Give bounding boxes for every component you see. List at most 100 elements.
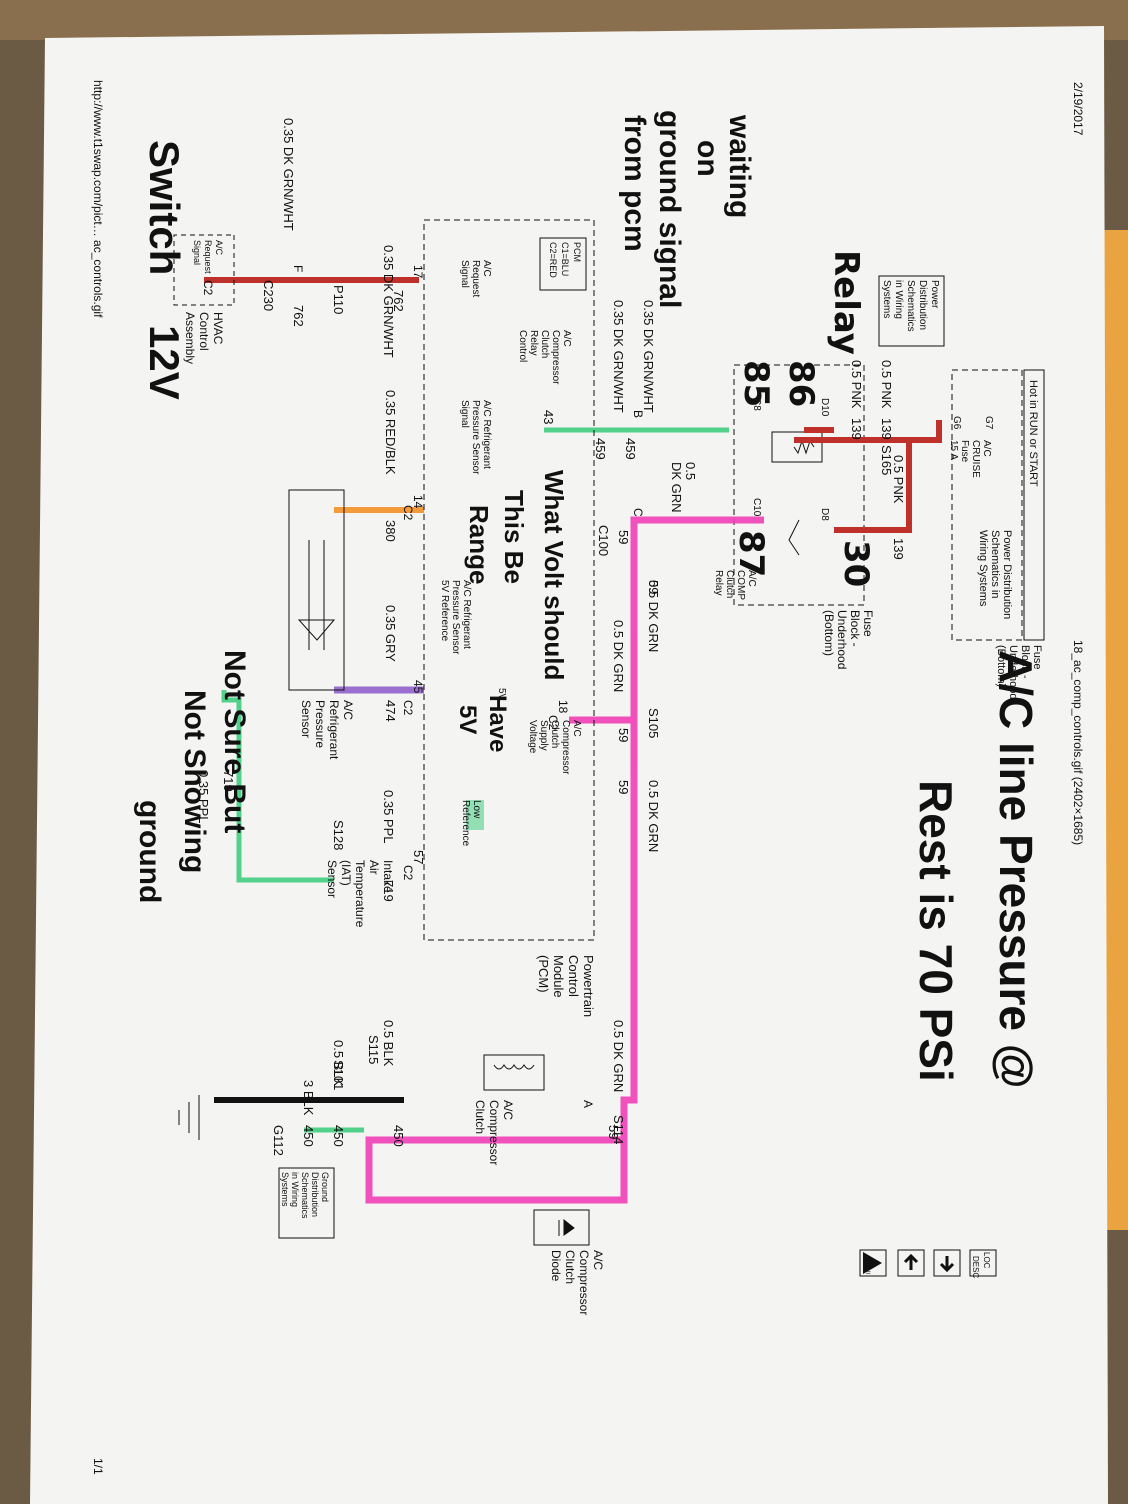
- note-pin-87: 87: [731, 530, 771, 577]
- pin-d10: D10: [819, 398, 830, 417]
- svg-text:C1=BLU: C1=BLU: [560, 242, 570, 276]
- pin-c-1: C: [631, 508, 645, 517]
- next-arrow-button[interactable]: [933, 1249, 961, 1277]
- svg-text:Control: Control: [517, 330, 528, 362]
- svg-text:Powertrain: Powertrain: [581, 955, 596, 1017]
- svg-text:Diode: Diode: [549, 1250, 563, 1282]
- svg-text:Systems: Systems: [280, 1172, 290, 1207]
- svg-text:What Volt should: What Volt should: [539, 470, 569, 680]
- svg-text:Air: Air: [367, 860, 381, 875]
- svg-text:Request: Request: [470, 260, 481, 297]
- circuit-762-a: 762: [391, 290, 406, 312]
- ground-dist-label: Ground Distribution Schematics in Wiring…: [280, 1172, 330, 1219]
- pin-g7: G7: [983, 416, 994, 430]
- pcm-5v-ref-label: A/C Refrigerant Pressure Sensor 5V Refer…: [439, 580, 472, 655]
- circuit-450-b: 450: [331, 1125, 346, 1147]
- svg-text:Temperature: Temperature: [353, 860, 367, 928]
- wire-dkgrn-1: 0.5 DK GRN: [646, 580, 661, 652]
- relay-label: A/C COMP Clutch Relay: [713, 570, 757, 600]
- wire-dkgrnwht-3: 0.35 DK GRN/WHT: [611, 300, 626, 413]
- svg-text:Relay: Relay: [713, 570, 724, 596]
- svg-text:Sensor: Sensor: [325, 860, 339, 898]
- svg-text:Compressor: Compressor: [577, 1250, 591, 1315]
- wire-pnk-3: 0.5 PNK: [891, 455, 906, 504]
- svg-text:C2=RED: C2=RED: [548, 242, 558, 278]
- note-pin-86: 86: [781, 360, 821, 407]
- pin-b-1: B: [631, 410, 645, 418]
- circuit-450-a: 450: [391, 1125, 406, 1147]
- obd-warning-icon[interactable]: OBD II: [859, 1249, 887, 1277]
- svg-text:on: on: [691, 140, 724, 177]
- conn-c2-5: C2: [401, 700, 415, 716]
- ac-comp-clutch-relay-box: [733, 364, 865, 606]
- svg-text:Clutch: Clutch: [539, 330, 550, 358]
- power-dist-2-label: Power Distribution Schematics in Wiring …: [881, 280, 940, 332]
- header-page: 1/1: [91, 1458, 105, 1475]
- note-not-sure: Not Sure But Not Showing ground: [133, 650, 251, 903]
- pin-a-1: A: [581, 1100, 595, 1108]
- svg-text:A/C line Pressure @: A/C line Pressure @: [990, 650, 1042, 1089]
- svg-text:This Be: This Be: [499, 490, 529, 584]
- svg-text:Assembly: Assembly: [183, 312, 197, 364]
- wire-ppl-2: 0.35 PPL: [196, 770, 211, 824]
- conn-c2-4: C2: [201, 280, 215, 296]
- wire-pnk-2: 0.5 PNK: [849, 360, 864, 409]
- wire-blk-1: 0.5 BLK: [381, 1020, 396, 1067]
- svg-text:Schematics: Schematics: [300, 1172, 310, 1219]
- pcm-low-ref-label: Low Reference: [460, 800, 482, 847]
- svg-text:Control: Control: [197, 312, 211, 351]
- circuit-59-a: 59: [616, 530, 631, 544]
- power-dist-1-label: Power Distribution Schematics in Wiring …: [977, 530, 1013, 619]
- prev-arrow-button[interactable]: [897, 1249, 925, 1277]
- note-pin-85: 85: [736, 360, 776, 407]
- compressor-clutch-label: A/C Compressor Clutch: [473, 1100, 515, 1165]
- svg-text:CRUISE: CRUISE: [970, 440, 981, 478]
- svg-text:Clutch: Clutch: [473, 1100, 487, 1134]
- svg-text:in Wiring: in Wiring: [290, 1172, 300, 1207]
- wire-dkgrn-split-b: DK GRN: [669, 462, 684, 513]
- svg-text:A/C: A/C: [481, 260, 492, 277]
- note-relay: Relay: [826, 250, 866, 355]
- svg-text:Rest is 70 PSi: Rest is 70 PSi: [910, 780, 962, 1082]
- svg-text:Request: Request: [203, 240, 213, 274]
- circuit-719-a: 719: [381, 880, 396, 902]
- svg-text:Signal: Signal: [459, 400, 470, 428]
- splice-s128: S128: [331, 820, 346, 850]
- ground-dist-box: [278, 1167, 335, 1239]
- pcm-box: [423, 219, 595, 941]
- svg-text:Underhood: Underhood: [1007, 645, 1019, 699]
- svg-text:Block -: Block -: [848, 610, 862, 647]
- svg-text:in Wiring: in Wiring: [893, 280, 904, 319]
- wire-pnk-1: 0.5 PNK: [879, 360, 894, 409]
- svg-text:Range: Range: [464, 505, 494, 584]
- svg-text:Power: Power: [929, 280, 940, 309]
- note-what-volt: What Volt should This Be Range: [464, 470, 569, 680]
- pin-c8: C8: [751, 398, 762, 411]
- svg-text:Pressure Sensor: Pressure Sensor: [450, 580, 461, 655]
- circuit-139-c: 139: [891, 538, 906, 560]
- wire-redblk: 0.35 RED/BLK: [383, 390, 398, 475]
- ac-clutch-diode-box: [533, 1209, 590, 1246]
- svg-text:Wiring Systems: Wiring Systems: [977, 530, 989, 607]
- wire-dkgrnwht-1: 0.35 DK GRN/WHT: [381, 245, 396, 358]
- note-pin-30: 30: [836, 540, 876, 587]
- header-filename: 18_ac_comp_controls.gif (2402×1685): [1071, 640, 1085, 845]
- svg-text:Reference: Reference: [460, 800, 471, 847]
- svg-text:Ground: Ground: [320, 1172, 330, 1202]
- ac-pressure-sensor-box: [288, 489, 345, 691]
- pin-45: 45: [411, 680, 425, 694]
- low-reference-highlight: [466, 800, 484, 830]
- svg-text:LOC: LOC: [982, 1252, 991, 1269]
- pcm-request-label: A/C Request Signal: [459, 260, 492, 297]
- loc-desc-button[interactable]: LOC DESC: [969, 1249, 997, 1278]
- hvac-assembly-label: HVAC Control Assembly: [183, 312, 225, 364]
- svg-text:Schematics: Schematics: [905, 280, 916, 332]
- pressure-sensor-symbol: [297, 540, 336, 650]
- svg-text:Switch: Switch: [141, 140, 188, 275]
- svg-text:Compressor: Compressor: [560, 720, 571, 775]
- svg-text:A/C Refrigerant: A/C Refrigerant: [461, 580, 472, 649]
- header-url: http://www.t1swap.com/pict… ac_controls.…: [91, 80, 105, 318]
- svg-text:Schematics in: Schematics in: [989, 530, 1001, 598]
- wire-dkgrnwht-4: 0.35 DK GRN/WHT: [281, 118, 296, 231]
- svg-text:5V Reference: 5V Reference: [439, 580, 450, 642]
